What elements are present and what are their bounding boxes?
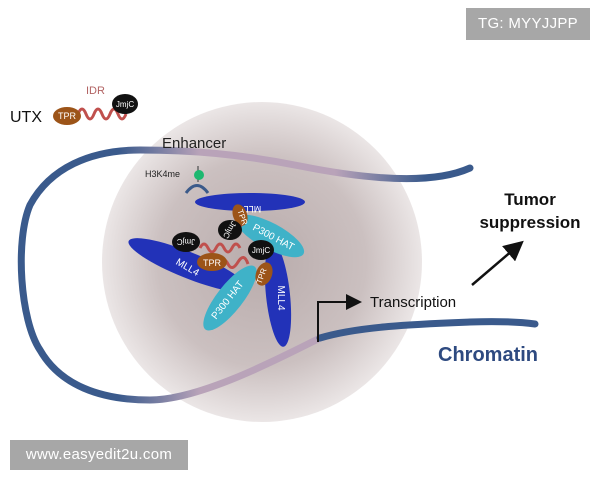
h3k4me-label: H3K4me xyxy=(145,169,180,179)
mll4-top-label: MLL4 xyxy=(239,204,262,214)
utx-free-protein: UTX IDR TPR JmjC xyxy=(10,85,138,126)
jmjc-complex-center xyxy=(218,220,242,240)
p300-hat-upper xyxy=(235,214,305,258)
transcription-arrow xyxy=(317,294,362,342)
idr-label: IDR xyxy=(86,85,105,97)
jmjc-label: JmjC xyxy=(116,100,134,109)
suppression-label: suppression xyxy=(479,213,580,232)
tpr-complex-center-label: TPR xyxy=(203,258,222,268)
tag-badge: TG: MYYJJPP xyxy=(466,8,590,40)
jmjc-domain xyxy=(112,94,138,114)
chromatin-strand-top xyxy=(17,146,474,404)
idr-squiggle xyxy=(76,107,128,121)
tpr-label: TPR xyxy=(58,111,77,121)
utx-label: UTX xyxy=(10,109,42,126)
tpr-complex-center xyxy=(197,253,227,271)
tumor-label: Tumor xyxy=(504,190,556,209)
mll4-left xyxy=(128,238,248,292)
idr-chain-center xyxy=(198,242,242,254)
chromatin-strand-bottom xyxy=(316,318,539,342)
condensate-cloud xyxy=(102,102,422,422)
jmjc-complex-left-label: JmjC xyxy=(177,237,195,246)
h3k4me-dot xyxy=(194,170,204,180)
transcription-label: Transcription xyxy=(370,294,456,311)
jmjc-complex-right-label: JmjC xyxy=(252,246,270,255)
tpr-domain xyxy=(53,107,81,125)
h3k4me-mark: H3K4me xyxy=(145,166,210,194)
watermark-badge: www.easyedit2u.com xyxy=(10,440,188,470)
tpr-complex-top xyxy=(232,204,248,226)
tumor-suppression-arrow xyxy=(471,240,524,286)
p300-hat-lower xyxy=(203,265,257,331)
jmjc-complex-right xyxy=(248,240,274,260)
mll4-right-label: MLL4 xyxy=(275,285,286,310)
enhancer-label: Enhancer xyxy=(162,135,226,152)
jmjc-complex-left xyxy=(172,232,200,252)
tpr-complex-right xyxy=(255,262,273,286)
chromatin-label: Chromatin xyxy=(438,344,538,366)
mll4-top xyxy=(195,193,305,211)
